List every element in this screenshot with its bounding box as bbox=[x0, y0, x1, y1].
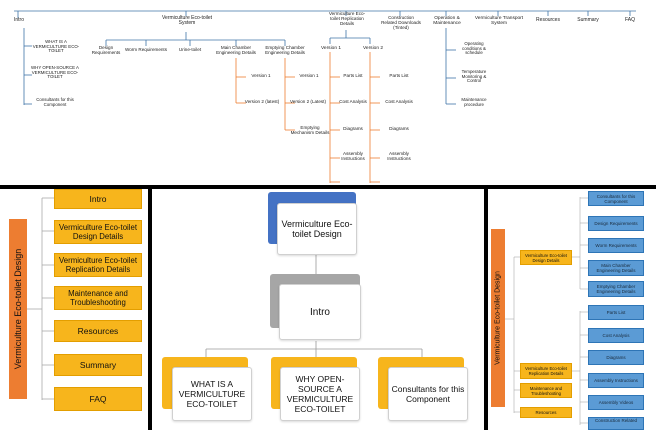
left-item-replication-details[interactable]: Vermiculture Eco-toilet Replication Deta… bbox=[54, 253, 142, 277]
left-item-faq[interactable]: FAQ bbox=[54, 387, 142, 411]
tree-node-empty-v2: Version 2 (Latest) bbox=[289, 99, 326, 104]
tree-node-urine-toilet: Urine-toilet bbox=[178, 47, 202, 52]
tree-node-design-requirements: Design Requirements bbox=[91, 45, 121, 55]
tree-node-operating-conditions: Operating conditions & schedule bbox=[462, 41, 486, 56]
tree-node-summary: Summary bbox=[577, 17, 599, 23]
tree-node-emptying-chamber: Emptying Chamber Engineering Details bbox=[265, 45, 305, 55]
what-is-node[interactable]: WHAT IS A VERMICULTURE ECO-TOILET bbox=[172, 367, 252, 421]
middle-intro-panel: Vermiculture Eco-toilet Design Intro WHA… bbox=[152, 189, 484, 430]
tree-node-rep-v2: Version 2 bbox=[362, 46, 383, 51]
right-title-bar: Vermiculture Eco-toilet Design bbox=[491, 229, 505, 407]
tree-node-v2-cost: Cost Analysis bbox=[385, 99, 413, 104]
left-item-maintenance[interactable]: Maintenance and Troubleshooting bbox=[54, 286, 142, 310]
left-item-design-details[interactable]: Vermiculture Eco-toilet Design Details bbox=[54, 220, 142, 244]
left-item-intro[interactable]: Intro bbox=[54, 189, 142, 209]
right-blue-main-chamber[interactable]: Main Chamber Engineering Details bbox=[588, 260, 644, 276]
right-item-maintenance[interactable]: Maintenance and Troubleshooting bbox=[520, 383, 572, 398]
tree-node-what-is: WHAT IS A VERMICULTURE ECO-TOILET bbox=[32, 39, 80, 54]
right-blue-design-requirements[interactable]: Design Requirements bbox=[588, 216, 644, 231]
tree-node-replication-details: Vermiculture Eco-toilet Replication Deta… bbox=[328, 11, 366, 26]
right-blue-diagrams[interactable]: Diagrams bbox=[588, 350, 644, 365]
tree-node-main-v2: Version 2 (latest) bbox=[244, 99, 280, 104]
tree-node-transport-system: Vermiculture Transport System bbox=[474, 16, 524, 27]
tree-node-v1-diagrams: Diagrams bbox=[343, 126, 363, 131]
consultants-node[interactable]: Consultants for this Component bbox=[388, 367, 468, 421]
tree-node-v1-parts: Parts List bbox=[343, 73, 363, 78]
tree-node-rep-v1: Version 1 bbox=[320, 46, 341, 51]
tree-node-main-chamber: Main Chamber Engineering Details bbox=[216, 45, 256, 55]
right-blue-emptying-chamber[interactable]: Emptying Chamber Engineering Details bbox=[588, 281, 644, 297]
tree-node-maintenance-procedure: Maintenance procedure bbox=[461, 97, 487, 107]
top-tree-connectors bbox=[14, 10, 636, 183]
left-item-resources[interactable]: Resources bbox=[54, 320, 142, 342]
right-blue-worm-requirements[interactable]: Worm Requirements bbox=[588, 238, 644, 253]
left-connectors bbox=[27, 197, 54, 400]
right-blue-construction-related[interactable]: Construction Related bbox=[588, 417, 644, 430]
right-blue-assembly-videos[interactable]: Assembly Videos bbox=[588, 395, 644, 410]
tree-node-why-open-source: WHY OPEN-SOURCE A VERMICULTURE ECO-TOILE… bbox=[31, 65, 79, 80]
left-sitemap-panel: Vermiculture Eco-toilet Design Intro Ver… bbox=[0, 189, 148, 430]
tree-node-operation-maintenance: Operation & Maintenance bbox=[433, 16, 461, 27]
tree-node-temperature-monitoring: Temperature Monitoring & Control bbox=[461, 69, 487, 84]
tree-node-main-v1: Version 1 bbox=[251, 73, 271, 78]
middle-connectors bbox=[205, 251, 423, 359]
tree-node-consultants: Consultants for this Component bbox=[36, 97, 74, 107]
right-blue-assembly-instructions[interactable]: Assembly Instructions bbox=[588, 373, 644, 388]
tree-node-v1-cost: Cost Analysis bbox=[339, 99, 367, 104]
why-open-source-node[interactable]: WHY OPEN-SOURCE A VERMICULTURE ECO-TOILE… bbox=[280, 367, 360, 421]
tree-node-faq: FAQ bbox=[624, 17, 635, 23]
tree-node-v1-assembly: Assembly Instructions bbox=[341, 151, 365, 161]
tree-node-empty-v1: Version 1 bbox=[299, 73, 319, 78]
right-sitemap-panel: Vermiculture Eco-toilet Design bbox=[488, 189, 656, 430]
intro-node[interactable]: Intro bbox=[279, 284, 361, 340]
root-node[interactable]: Vermiculture Eco-toilet Design bbox=[277, 203, 357, 255]
right-blue-cost-analysis[interactable]: Cost Analysis bbox=[588, 328, 644, 343]
top-tree-panel: Intro Vermiculture Eco-toilet System Ver… bbox=[0, 0, 656, 185]
tree-node-worm-requirements: Worm Requirements bbox=[124, 47, 168, 52]
right-blue-consultants[interactable]: Consultants for this Component bbox=[588, 191, 644, 206]
tree-node-resources: Resources bbox=[536, 17, 560, 23]
tree-node-intro: Intro bbox=[13, 17, 24, 23]
right-blue-parts-list[interactable]: Parts List bbox=[588, 305, 644, 320]
tree-node-v2-parts: Parts List bbox=[389, 73, 409, 78]
left-item-summary[interactable]: Summary bbox=[54, 354, 142, 376]
tree-node-construction-downloads: Construction Related Downloads (Tinted) bbox=[381, 15, 421, 30]
right-item-replication-details[interactable]: Vermiculture Eco-toilet Replication Deta… bbox=[520, 363, 572, 379]
tree-node-v2-assembly: Assembly Instructions bbox=[387, 151, 411, 161]
left-title-bar: Vermiculture Eco-toilet Design bbox=[9, 219, 27, 399]
right-item-design-details[interactable]: Vermiculture Eco-toilet Design Details bbox=[520, 250, 572, 265]
tree-node-v2-diagrams: Diagrams bbox=[389, 126, 409, 131]
tree-node-eco-toilet-system: Vermiculture Eco-toilet System bbox=[161, 15, 213, 27]
right-item-resources[interactable]: Resources bbox=[520, 407, 572, 418]
tree-node-emptying-mechanism: Emptying Mechanism Details bbox=[290, 125, 330, 135]
